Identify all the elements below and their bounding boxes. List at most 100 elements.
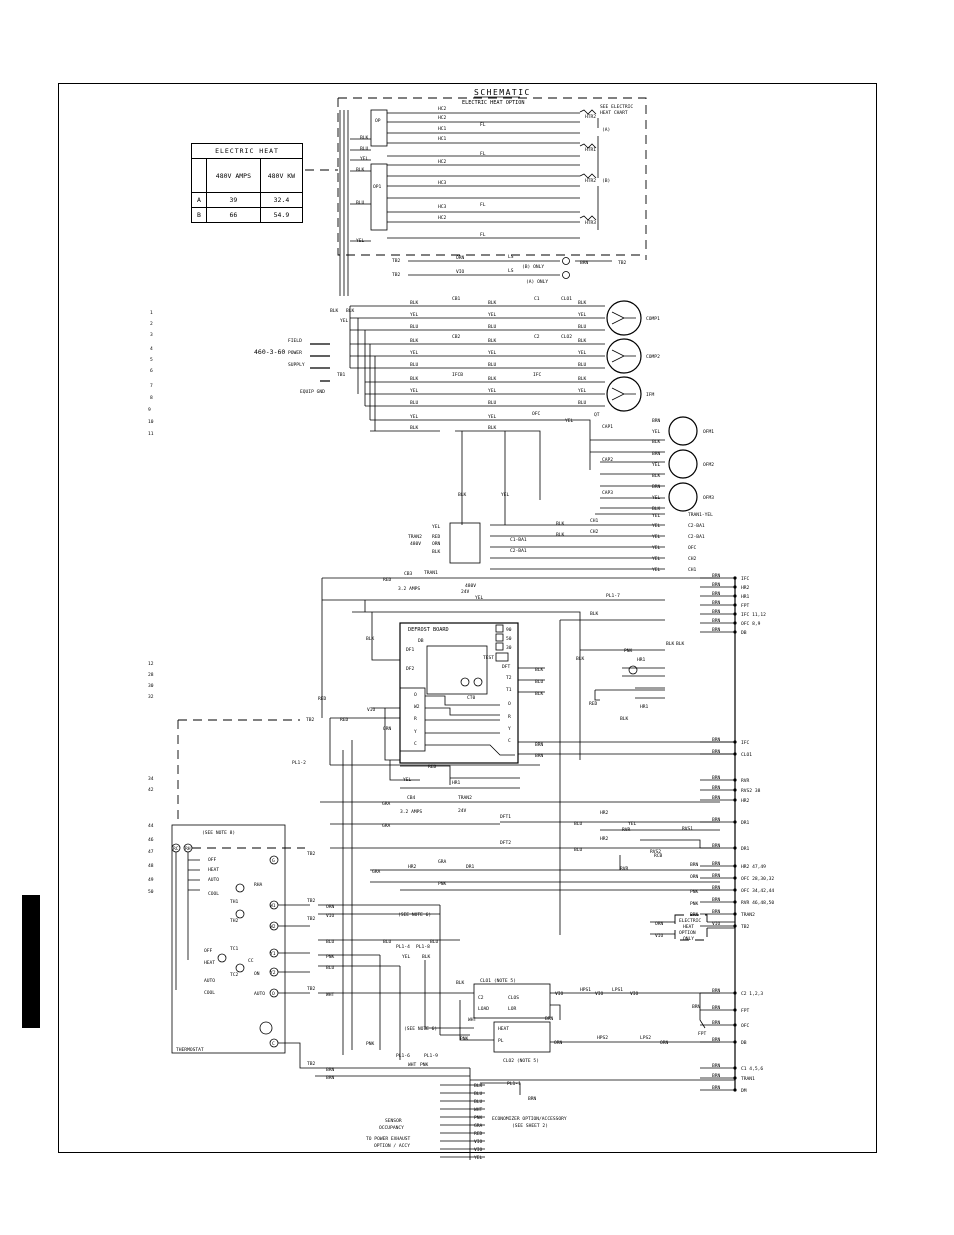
wire-label: BLK bbox=[330, 308, 339, 314]
control-wiring bbox=[321, 578, 665, 1055]
equip-ground-label: EQUIP GND bbox=[300, 389, 325, 395]
bus-wire-label: BRN bbox=[712, 775, 721, 781]
bus-wire-label: BRN bbox=[712, 817, 721, 823]
bus-label: PL1-1 bbox=[507, 1081, 521, 1087]
thermostat-anticipator bbox=[235, 909, 245, 919]
bus-wire-label: BRN bbox=[712, 1020, 721, 1026]
op-block bbox=[370, 109, 388, 147]
defrost-terminal: O bbox=[508, 701, 511, 707]
relay-label: HR1 bbox=[640, 704, 649, 710]
tran-voltage: 480V bbox=[465, 583, 476, 589]
contactor-label: HC3 bbox=[438, 180, 447, 186]
op-label: OP bbox=[375, 118, 381, 124]
switch-label: PL1-8 bbox=[416, 944, 430, 950]
heat-mode: OFF bbox=[204, 948, 213, 954]
bus-wire-label: BRN bbox=[712, 988, 721, 994]
bus-wire-label: BRN bbox=[712, 1073, 721, 1079]
wire-label: YEL bbox=[652, 545, 661, 551]
limit-switch-wiring bbox=[408, 260, 612, 276]
wire-label: BLK bbox=[410, 300, 419, 306]
field-power-label: SUPPLY bbox=[288, 362, 305, 368]
wire-label: VIO bbox=[595, 991, 604, 997]
wire-label: BLU bbox=[410, 400, 419, 406]
wire-label: PNK bbox=[326, 954, 335, 960]
heat-option-note: HEAT bbox=[683, 924, 694, 930]
relay-label: HR2 bbox=[600, 836, 609, 842]
relay-label: RCB bbox=[654, 853, 663, 859]
tb2-label: TB2 bbox=[392, 272, 401, 278]
fan-mode: COOL bbox=[208, 891, 219, 897]
wire-label: WHT bbox=[326, 992, 335, 998]
wire-label: BLK bbox=[578, 300, 587, 306]
defrost-terminal: C bbox=[508, 738, 511, 744]
hr1-coil bbox=[628, 665, 638, 675]
wire-label: YEL bbox=[402, 954, 411, 960]
heat-mode: COOL bbox=[204, 990, 215, 996]
bus-wire-label: BRN bbox=[712, 909, 721, 915]
defrost-time: 30 bbox=[506, 645, 512, 651]
tran-output-label: CH2 bbox=[688, 556, 697, 562]
field-power-label: POWER bbox=[288, 350, 302, 356]
bus-wire-label: BRN bbox=[712, 873, 721, 879]
line-number: 6 bbox=[150, 368, 153, 374]
wire-label: BLK bbox=[578, 376, 587, 382]
defrost-terminal: T2 bbox=[506, 675, 512, 681]
field-power-label: FIELD bbox=[288, 338, 302, 344]
relay-label: DR1 bbox=[466, 864, 475, 870]
wire-label: BLK bbox=[578, 338, 587, 344]
clo-section: CLO1 (NOTE 5) C2 LOAD CLOS LOR CLO2 (NOT… bbox=[425, 978, 720, 1064]
defrost-terminal: Y bbox=[414, 729, 417, 735]
bus-terminal-label: TB2 bbox=[741, 924, 750, 930]
fuse-label: FL bbox=[480, 151, 486, 157]
switch-label: PL1-9 bbox=[424, 1053, 438, 1059]
contactor-label: HC3 bbox=[438, 204, 447, 210]
heater-label: HTR3 bbox=[585, 220, 596, 226]
switch-label: LPS2 bbox=[640, 1035, 651, 1041]
economizer-connector: BLK BLU BLU WHT PNK GRA RED VIO VIO YEL … bbox=[366, 1083, 567, 1161]
contactor-label: HC2 bbox=[438, 159, 447, 165]
bus-wire-label: BRN bbox=[712, 897, 721, 903]
heat-chart-note: SEE ELECTRIC bbox=[600, 104, 633, 110]
bus-wire-label: BRN bbox=[712, 1037, 721, 1043]
drop-wires bbox=[379, 905, 441, 1060]
heater-label: CH1 bbox=[590, 518, 599, 524]
bus-terminal-label: TRAN2 bbox=[741, 912, 755, 918]
bus-junction bbox=[733, 1076, 737, 1080]
fan-mode: OFF bbox=[208, 857, 217, 863]
tb2-label: TB2 bbox=[307, 851, 316, 857]
wire-label: BLK bbox=[576, 656, 585, 662]
wire-label: GRA bbox=[382, 801, 391, 807]
bus-terminal-label: FPT bbox=[741, 1008, 750, 1014]
wire-label: YEL bbox=[340, 318, 349, 324]
bus-wire-label: BRN bbox=[712, 749, 721, 755]
relay-label: RVS1 bbox=[682, 826, 693, 832]
heater-feed-wires bbox=[350, 138, 371, 242]
thermostat-component: TH2 bbox=[230, 918, 239, 924]
relay-label: DFT2 bbox=[500, 840, 511, 846]
tb2-label: TB2 bbox=[307, 986, 316, 992]
defrost-board-title: DEFROST BOARD bbox=[408, 627, 449, 633]
defrost-board-outline bbox=[399, 622, 519, 764]
wire-label: BLK bbox=[556, 532, 565, 538]
hr-relay-wiring bbox=[580, 649, 665, 701]
clo1-note: CLO1 (NOTE 5) bbox=[480, 978, 516, 984]
ofm1-motor bbox=[668, 416, 698, 446]
wire-label: VIO bbox=[474, 1139, 483, 1145]
heater-label: HTR2 bbox=[585, 178, 596, 184]
tran-output-label: OFC bbox=[688, 545, 697, 551]
section-tab bbox=[22, 895, 40, 1028]
bus-terminal-label: TRAN1 bbox=[741, 1076, 755, 1082]
sensor-label: OCCUPANCY bbox=[379, 1125, 404, 1131]
bus-wire-label: VIO bbox=[712, 921, 721, 927]
wire-label: GRA bbox=[438, 859, 447, 865]
wire-label: BLU bbox=[535, 679, 544, 685]
tran-output-label: C2-BA1 bbox=[688, 534, 705, 540]
tran2-label: TRAN2 bbox=[408, 534, 422, 540]
heater-label: HTR2 bbox=[585, 114, 596, 120]
bus-terminal-label: DR1 bbox=[741, 846, 750, 852]
wire-label: YEL bbox=[565, 418, 574, 424]
wire-label: RED bbox=[474, 1131, 483, 1137]
power-exhaust-label: OPTION / ACCY bbox=[374, 1143, 410, 1149]
sensor-label: SENSOR bbox=[385, 1118, 402, 1124]
